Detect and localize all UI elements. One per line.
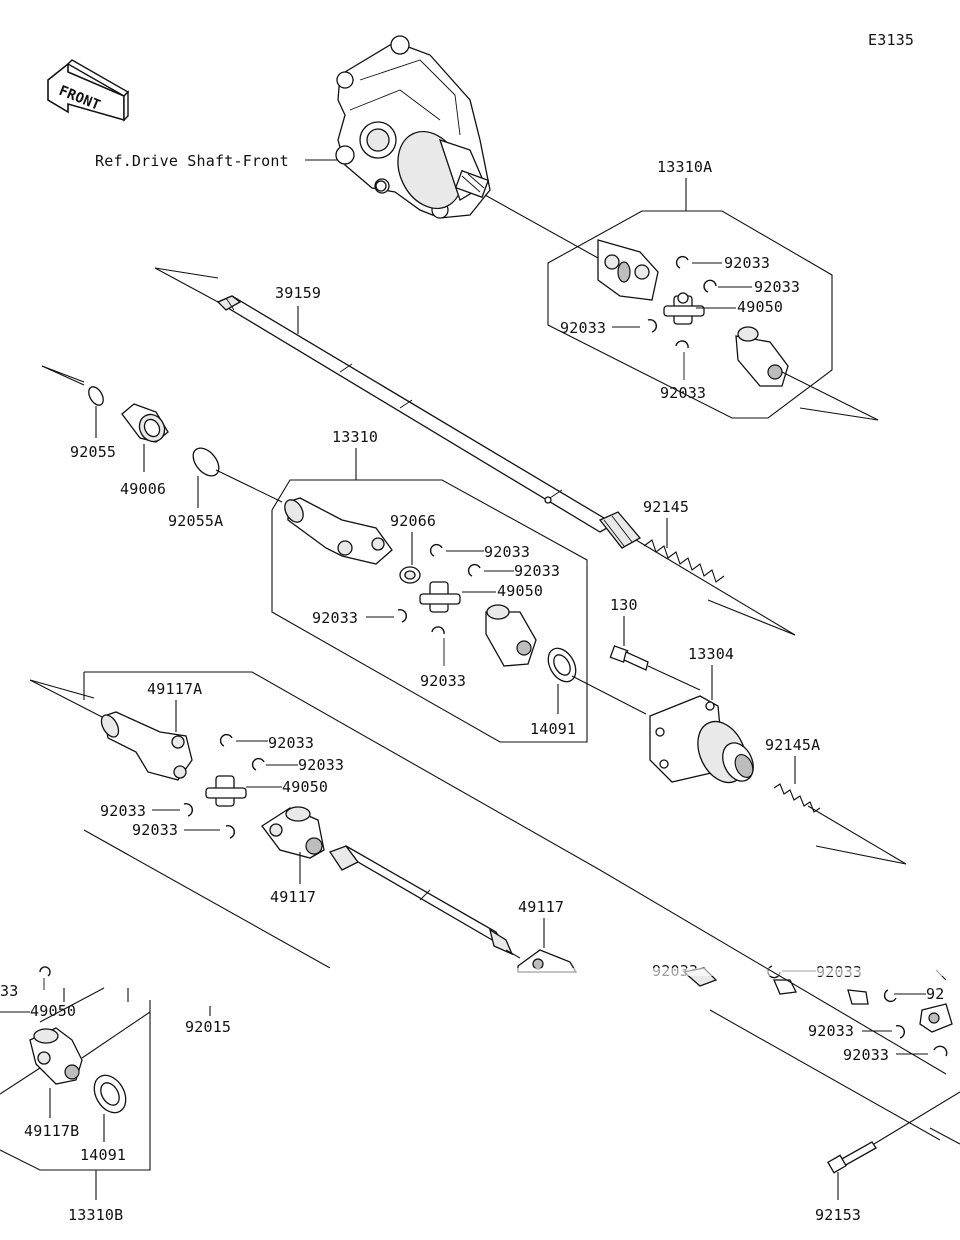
label-14091: 14091: [530, 720, 576, 738]
label-39159: 39159: [275, 284, 321, 302]
gear-case: [335, 35, 491, 219]
label-92066: 92066: [390, 512, 436, 530]
cross-13310: [419, 581, 461, 613]
label-92145A: 92145A: [765, 736, 820, 754]
label-13310B: 13310B: [68, 1206, 123, 1224]
bolt-92153: [827, 1141, 877, 1174]
label-49117A: 49117A: [147, 680, 202, 698]
label-92033-a4: 92033: [660, 384, 706, 402]
label-49050-c: 49050: [282, 778, 328, 796]
bolt-130: [609, 645, 649, 671]
yoke-13310A-lower: [735, 326, 789, 387]
label-92033-b1: 92033: [484, 543, 530, 561]
label-49050-b: 49050: [497, 582, 543, 600]
yoke-49117B: [29, 1027, 83, 1085]
label-92033-a3: 92033: [560, 319, 606, 337]
oring-92055A: [192, 447, 220, 477]
label-92153: 92153: [815, 1206, 861, 1224]
label-92033-a1: 92033: [724, 254, 770, 272]
diagram-code: E3135: [868, 31, 914, 49]
label-92055A: 92055A: [168, 512, 223, 530]
label-92033-c2: 92033: [298, 756, 344, 774]
housing-13304: [649, 695, 754, 784]
yoke-13310-upper: [284, 497, 393, 565]
yoke-13310-lower: [485, 604, 537, 667]
front-arrow-icon: FRONT: [47, 59, 130, 122]
shaft-lower: [329, 845, 514, 956]
spring-92145A: [773, 783, 821, 813]
label-92015: 92015: [185, 1018, 231, 1036]
boot-49006: [121, 403, 169, 443]
label-14091-b: 14091: [80, 1146, 126, 1164]
cross-49117A: [205, 775, 247, 807]
yoke-49117: [261, 806, 325, 859]
label-13310A: 13310A: [657, 158, 712, 176]
label-92033-d3: 92033: [843, 1046, 889, 1064]
label-92033-d2: 92033: [808, 1022, 854, 1040]
shaft-39159: [216, 295, 642, 549]
ref-label: Ref.Drive Shaft-Front: [95, 152, 289, 170]
yoke-partial-right: [919, 1003, 953, 1033]
label-49117-b: 49117: [518, 898, 564, 916]
yoke-49117A: [100, 711, 193, 781]
label-49050-a: 49050: [737, 298, 783, 316]
label-130: 130: [610, 596, 638, 614]
label-92033-b3: 92033: [312, 609, 358, 627]
label-92033-b4: 92033: [420, 672, 466, 690]
label-92033-c4: 92033: [132, 821, 178, 839]
spring-92145: [643, 539, 725, 583]
oring-92055: [88, 386, 104, 406]
yoke-13310A-upper: [597, 239, 659, 301]
label-13304: 13304: [688, 645, 734, 663]
label-49117B: 49117B: [24, 1122, 79, 1140]
label-92-partial: 92: [926, 985, 944, 1003]
label-92145: 92145: [643, 498, 689, 516]
label-13310: 13310: [332, 428, 378, 446]
label-92055: 92055: [70, 443, 116, 461]
label-92033-b2: 92033: [514, 562, 560, 580]
label-92033-a2: 92033: [754, 278, 800, 296]
label-49006: 49006: [120, 480, 166, 498]
label-49050-d: 49050: [30, 1002, 76, 1020]
cross-13310A: [663, 292, 705, 325]
label-92033-c1: 92033: [268, 734, 314, 752]
label-49117: 49117: [270, 888, 316, 906]
label-92033-c3: 92033: [100, 802, 146, 820]
label-33-partial: 33: [0, 982, 18, 1000]
